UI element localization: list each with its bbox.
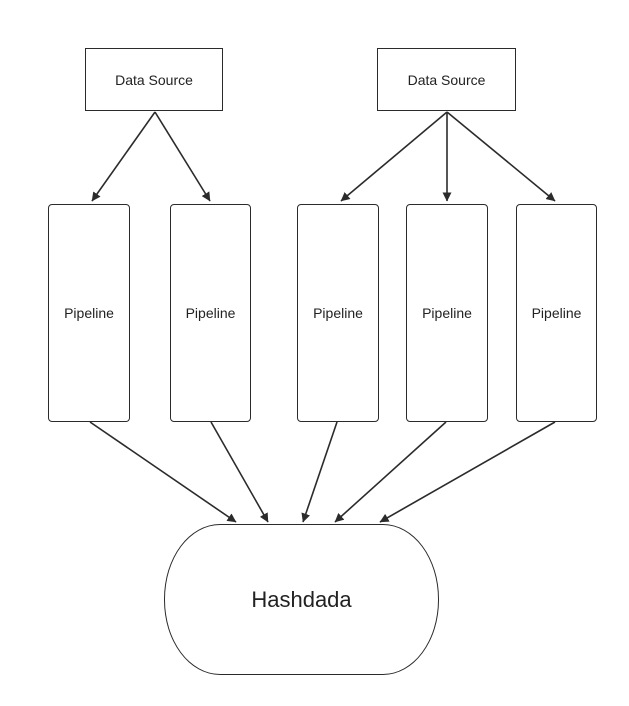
edge-pipeline-2-to-store <box>210 421 269 523</box>
edge-pipeline-3-to-store <box>301 421 338 523</box>
pipeline-node-5: Pipeline <box>516 204 597 422</box>
pipeline-node-2: Pipeline <box>170 204 251 422</box>
edge-source-1-to-pipeline-1 <box>91 111 156 202</box>
pipeline-label-4: Pipeline <box>422 305 472 321</box>
pipeline-node-3: Pipeline <box>297 204 379 422</box>
pipeline-label-3: Pipeline <box>313 305 363 321</box>
pipeline-label-1: Pipeline <box>64 305 114 321</box>
edge-source-2-to-pipeline-3 <box>340 111 448 202</box>
data-source-label-1: Data Source <box>115 71 193 88</box>
data-source-node-1: Data Source <box>85 48 223 111</box>
pipeline-label-5: Pipeline <box>531 305 582 321</box>
hashdada-store-label: Hashdada <box>251 586 352 612</box>
edge-source-1-to-pipeline-2 <box>154 111 211 202</box>
data-source-label-2: Data Source <box>407 71 486 88</box>
edge-source-2-to-pipeline-5 <box>446 111 556 202</box>
pipeline-label-2: Pipeline <box>185 305 236 321</box>
edge-pipeline-1-to-store <box>89 421 237 523</box>
pipeline-node-4: Pipeline <box>406 204 488 422</box>
edge-pipeline-5-to-store <box>379 421 556 523</box>
data-source-node-2: Data Source <box>377 48 516 111</box>
pipeline-node-1: Pipeline <box>48 204 130 422</box>
hashdada-store-node: Hashdada <box>164 524 439 675</box>
edge-pipeline-4-to-store <box>334 421 447 523</box>
